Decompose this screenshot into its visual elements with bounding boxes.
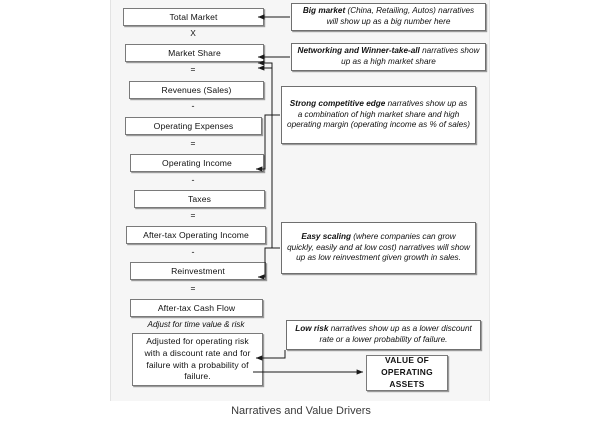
callout-text: Big market (China, Retailing, Autos) nar… xyxy=(297,6,480,28)
operator-symbol: - xyxy=(191,101,195,111)
callout-text: Easy scaling (where companies can grow q… xyxy=(287,232,470,264)
node-revenues-sales: Revenues (Sales) xyxy=(129,81,264,99)
node-adjusted-for-risk: Adjusted for operating risk with a disco… xyxy=(132,333,263,386)
operator-symbol: - xyxy=(191,175,195,185)
node-after-tax-cash-flow: After-tax Cash Flow xyxy=(130,299,263,317)
callout-emphasis: Networking and Winner-take-all xyxy=(297,46,420,56)
callout-text: Networking and Winner-take-all narrative… xyxy=(297,46,480,68)
operator-symbol: = xyxy=(190,138,196,148)
callout-strong-competitive-edge: Strong competitive edge narratives show … xyxy=(281,86,476,144)
node-label: Revenues (Sales) xyxy=(161,84,232,95)
operator-symbol: - xyxy=(191,247,195,257)
node-label: After-tax Operating Income xyxy=(143,229,249,240)
callout-rest: narratives show up as a high market shar… xyxy=(341,46,480,66)
node-label: Operating Expenses xyxy=(153,120,234,131)
node-label: Total Market xyxy=(169,11,218,22)
operator-symbol: X xyxy=(190,28,196,38)
node-value-of-operating-assets: VALUE OF OPERATING ASSETS xyxy=(366,355,448,391)
operator-equals-4: = xyxy=(123,283,263,293)
node-after-tax-operating-income: After-tax Operating Income xyxy=(126,226,266,244)
node-operating-income: Operating Income xyxy=(130,154,264,172)
operator-times-1: X xyxy=(123,28,263,38)
node-taxes: Taxes xyxy=(134,190,265,208)
diagram-caption: Narratives and Value Drivers xyxy=(231,405,371,417)
node-label: After-tax Cash Flow xyxy=(157,302,236,313)
callout-rest: narratives show up as a combination of h… xyxy=(287,98,470,130)
node-reinvestment: Reinvestment xyxy=(130,262,266,280)
node-label: VALUE OF OPERATING ASSETS xyxy=(381,355,433,389)
operator-symbol: = xyxy=(190,64,196,74)
callout-text: Strong competitive edge narratives show … xyxy=(287,99,470,131)
callout-rest: (where companies can grow quickly, easil… xyxy=(287,231,470,263)
operator-equals-2: = xyxy=(123,138,263,148)
annotation-adjust-for-time-value: Adjust for time value & risk xyxy=(147,320,245,329)
callout-networking-winner-take-all: Networking and Winner-take-all narrative… xyxy=(291,43,486,71)
operator-symbol: = xyxy=(190,283,196,293)
operator-minus-1: - xyxy=(123,101,263,111)
callout-emphasis: Low risk xyxy=(295,324,329,334)
callout-low-risk: Low risk narratives show up as a lower d… xyxy=(286,320,481,350)
node-label: Adjusted for operating risk with a disco… xyxy=(144,335,251,382)
callout-emphasis: Big market xyxy=(302,6,346,16)
node-label: Operating Income xyxy=(162,157,232,168)
callout-text: Low risk narratives show up as a lower d… xyxy=(292,324,475,346)
node-label: Market Share xyxy=(168,47,221,58)
diagram-canvas: Total Market X Market Share = Revenues (… xyxy=(110,0,490,401)
operator-minus-3: - xyxy=(123,247,263,257)
operator-minus-2: - xyxy=(123,175,263,185)
operator-symbol: = xyxy=(190,210,196,220)
operator-equals-3: = xyxy=(123,210,263,220)
operator-equals-1: = xyxy=(123,64,263,74)
callout-easy-scaling: Easy scaling (where companies can grow q… xyxy=(281,222,476,274)
callout-rest: narratives show up as a lower discount r… xyxy=(319,324,472,344)
callout-rest: (China, Retailing, Autos) narratives wil… xyxy=(326,6,475,26)
node-market-share: Market Share xyxy=(125,44,264,62)
node-operating-expenses: Operating Expenses xyxy=(125,117,262,135)
node-label: Reinvestment xyxy=(171,265,225,276)
node-total-market: Total Market xyxy=(123,8,264,26)
node-label: Taxes xyxy=(188,193,211,204)
callout-big-market: Big market (China, Retailing, Autos) nar… xyxy=(291,3,486,31)
callout-emphasis: Easy scaling xyxy=(301,231,351,241)
callout-emphasis: Strong competitive edge xyxy=(289,98,386,108)
